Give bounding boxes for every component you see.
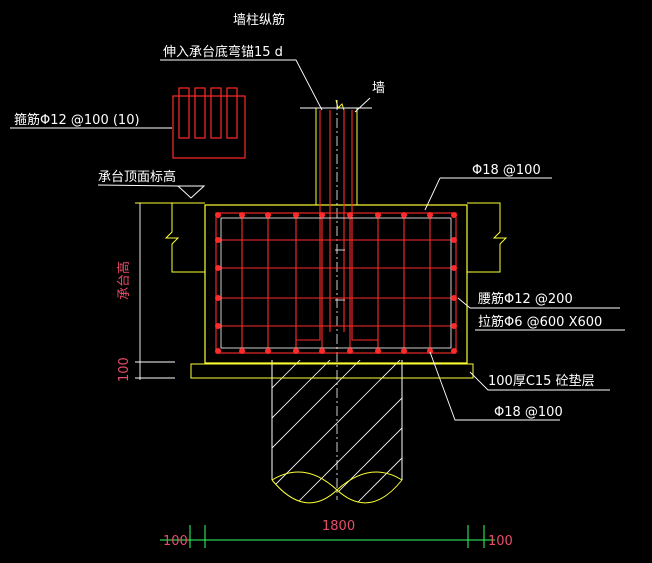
cushion-layer — [190, 363, 474, 379]
rebar-dot — [215, 295, 221, 301]
stirrup-icon — [172, 87, 246, 159]
rebar-dot — [451, 212, 457, 218]
label-side-rebar: 腰筋Φ12 @200 — [478, 291, 573, 307]
dim-right: 100 — [488, 534, 513, 549]
label-wall-col-rebar: 墙柱纵筋 — [233, 12, 285, 28]
rebar-dot — [451, 295, 457, 301]
label-tie-rebar: 拉筋Φ6 @600 X600 — [478, 314, 602, 330]
label-bottom-rebar: Φ18 @100 — [494, 405, 563, 420]
rebar-dot — [347, 212, 353, 218]
rebar-dot — [215, 265, 221, 271]
rebar-dot — [215, 348, 221, 354]
rebar-dot — [319, 212, 325, 218]
rebar-dot — [265, 212, 271, 218]
rebar-dot — [293, 348, 299, 354]
label-stirrup: 箍筋Φ12 @100 (10) — [14, 112, 140, 128]
label-wall: 墙 — [372, 81, 385, 96]
label-anchor-note: 伸入承台底弯锚15 d — [163, 44, 283, 60]
rebar-dot — [375, 212, 381, 218]
rebar-dot — [451, 265, 457, 271]
rebar-dot — [293, 212, 299, 218]
elevation-mark — [176, 185, 206, 199]
rebar-dot — [239, 212, 245, 218]
label-cushion: 100厚C15 砼垫层 — [488, 373, 595, 389]
pile — [271, 360, 403, 504]
label-top-rebar: Φ18 @100 — [472, 163, 541, 178]
rebar-dot — [375, 348, 381, 354]
rebar-dot — [401, 348, 407, 354]
rebar-dot — [215, 323, 221, 329]
dim-left: 100 — [163, 534, 188, 549]
rebar-dot — [451, 348, 457, 354]
label-cap-top-elev: 承台顶面标高 — [98, 169, 176, 185]
rebar-dot — [401, 212, 407, 218]
rebar-dot — [215, 237, 221, 243]
leader-lines — [10, 59, 625, 421]
rebar-dot — [319, 348, 325, 354]
label-cushion-thk: 100 — [117, 357, 132, 382]
rebar-dot — [265, 348, 271, 354]
rebar-dot — [215, 212, 221, 218]
rebar-dot — [239, 348, 245, 354]
cap-outline — [204, 204, 468, 364]
rebar-white-inner — [220, 217, 452, 349]
rebar-mesh — [215, 110, 457, 354]
rebar-dot — [427, 212, 433, 218]
rebar-dots — [215, 212, 457, 354]
label-cap-height: 承台高 — [116, 261, 132, 300]
dim-mid: 1800 — [322, 519, 355, 534]
rebar-dot — [451, 323, 457, 329]
dimension-lines — [160, 525, 495, 548]
rebar-dot — [451, 237, 457, 243]
rebar-dot — [427, 348, 433, 354]
rebar-dot — [347, 348, 353, 354]
ground-lines — [135, 202, 508, 273]
